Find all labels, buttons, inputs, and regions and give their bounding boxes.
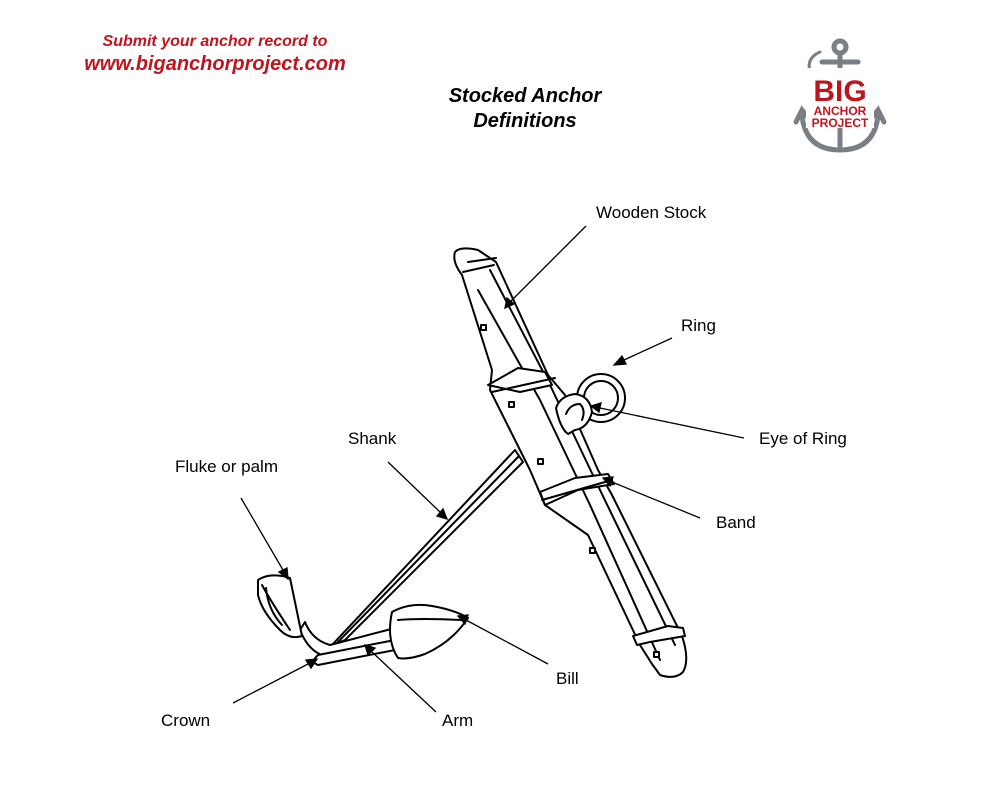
arrowhead-fluke: [277, 566, 289, 581]
label-arm: Arm: [442, 711, 474, 730]
wooden-stock-shape: [453, 247, 688, 678]
arrowhead-shank: [435, 507, 449, 521]
fluke-shape: [257, 574, 303, 639]
label-eye-of-ring: Eye of Ring: [759, 429, 847, 448]
leader-wooden-stock: [509, 225, 587, 303]
logo-project-text: PROJECT: [812, 116, 869, 130]
label-band: Band: [716, 513, 756, 532]
promo-url[interactable]: www.biganchorproject.com: [84, 53, 346, 75]
leader-eye-of-ring: [599, 407, 745, 439]
arrowhead-wooden-stock: [504, 296, 516, 310]
leader-fluke: [240, 497, 284, 571]
ring-shape: [555, 373, 626, 435]
label-bill: Bill: [556, 669, 579, 688]
logo-big-text: BIG: [813, 75, 866, 108]
promo-block: Submit your anchor record to www.biganch…: [60, 32, 370, 76]
leader-crown: [232, 663, 309, 704]
shank-shape: [331, 449, 524, 646]
bill-shape: [389, 603, 469, 660]
leader-bill: [465, 619, 549, 665]
promo-line-1: Submit your anchor record to: [102, 33, 328, 50]
label-wooden-stock: Wooden Stock: [596, 203, 707, 222]
logo-anchor-text: ANCHOR: [814, 104, 867, 118]
arrowhead-bill: [456, 614, 469, 626]
label-shank: Shank: [348, 429, 397, 448]
arrowhead-eye-of-ring: [589, 402, 602, 414]
leader-arm: [371, 651, 437, 713]
title-line-2: Definitions: [473, 110, 577, 132]
leader-ring: [623, 337, 673, 361]
arrowhead-band: [601, 476, 614, 488]
arrowhead-arm: [364, 644, 377, 657]
arrowhead-ring: [612, 354, 628, 366]
big-anchor-project-logo: BIG ANCHOR PROJECT: [793, 38, 887, 153]
page-title: Stocked Anchor Definitions: [400, 84, 650, 134]
label-crown: Crown: [161, 711, 211, 730]
leader-band: [611, 481, 701, 519]
label-fluke: Fluke or palm: [175, 457, 278, 476]
arrowhead-crown: [304, 658, 319, 670]
title-line-1: Stocked Anchor: [448, 85, 602, 107]
leader-shank: [387, 461, 441, 513]
label-ring: Ring: [681, 316, 716, 335]
